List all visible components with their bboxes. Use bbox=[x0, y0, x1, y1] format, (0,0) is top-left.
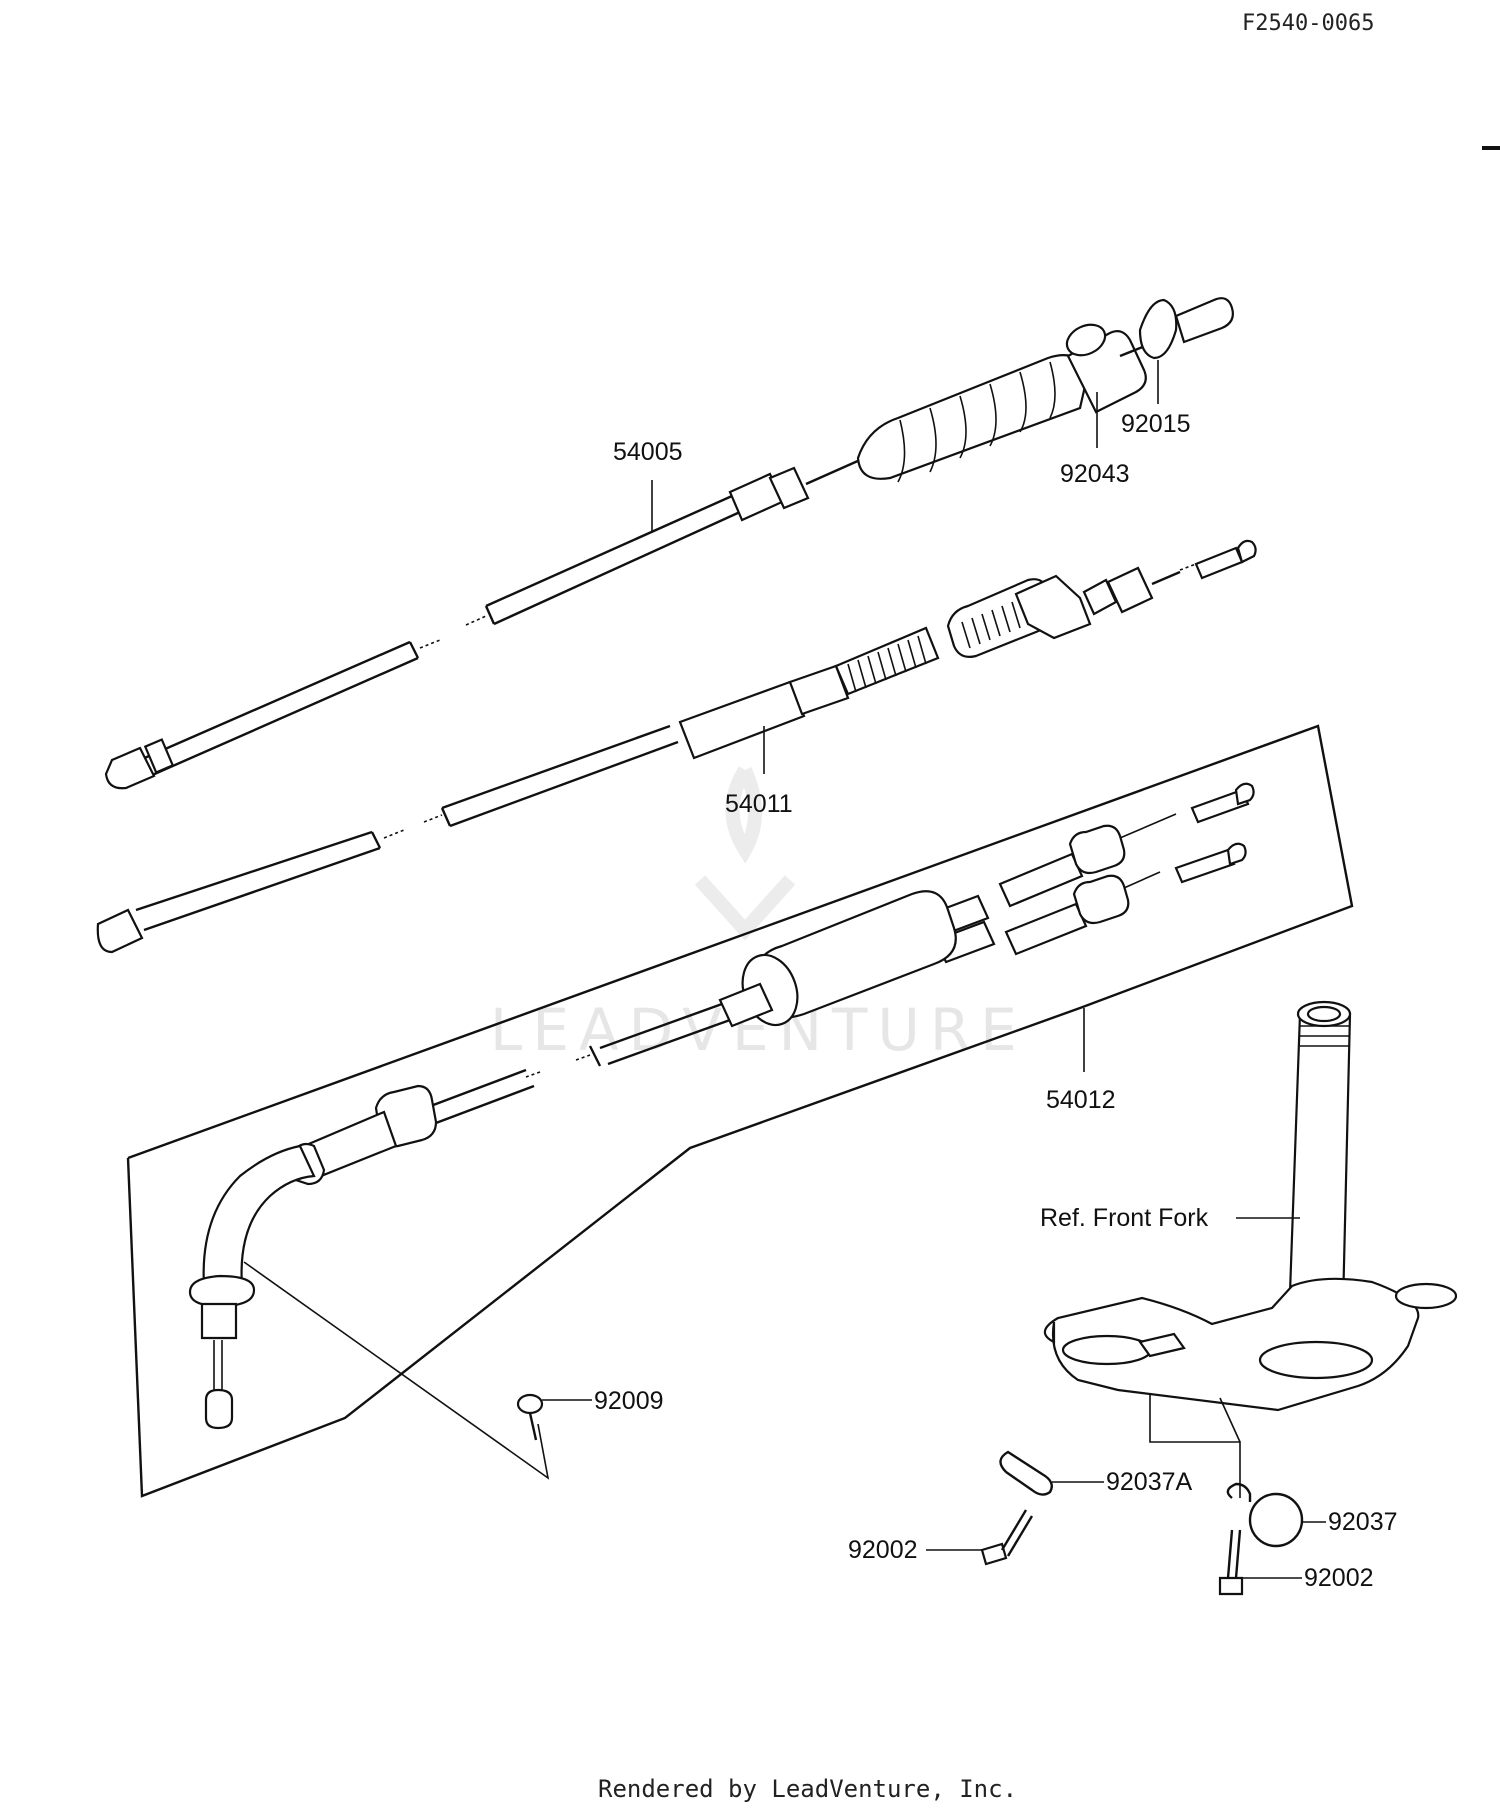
kit-border bbox=[126, 724, 1354, 1498]
label-54005: 54005 bbox=[613, 438, 683, 466]
cable-54005 bbox=[104, 297, 1234, 790]
leader-bracket bbox=[1149, 1394, 1241, 1498]
label-92037: 92037 bbox=[1328, 1508, 1398, 1536]
label-54012: 54012 bbox=[1046, 1086, 1116, 1114]
front-fork-stem bbox=[1043, 1000, 1458, 1412]
label-ref-front-fork: Ref. Front Fork bbox=[1040, 1204, 1209, 1232]
label-92002-right: 92002 bbox=[1304, 1564, 1374, 1592]
label-92002-left: 92002 bbox=[848, 1536, 918, 1564]
cable-54012 bbox=[188, 782, 1255, 1430]
clip-92037 bbox=[1226, 1482, 1304, 1548]
leader-bracket-b bbox=[1219, 1397, 1241, 1443]
screw-92009 bbox=[516, 1393, 544, 1441]
leader-92009-clip bbox=[243, 1261, 550, 1480]
labels: 54005 92043 92015 54011 54012 92009 Ref.… bbox=[542, 360, 1398, 1592]
cable-54011 bbox=[96, 539, 1257, 954]
label-92009: 92009 bbox=[594, 1387, 664, 1415]
diagram-code: F2540-0065 bbox=[1242, 11, 1374, 36]
bolt-92002-left bbox=[980, 1509, 1034, 1566]
label-92037A: 92037A bbox=[1106, 1468, 1193, 1496]
label-92043: 92043 bbox=[1060, 460, 1130, 488]
label-92015: 92015 bbox=[1121, 410, 1191, 438]
footer-credit: Rendered by LeadVenture, Inc. bbox=[598, 1775, 1017, 1803]
bolt-92002-right bbox=[1218, 1529, 1244, 1596]
label-54011: 54011 bbox=[725, 790, 793, 818]
clip-92037A bbox=[999, 1450, 1053, 1496]
